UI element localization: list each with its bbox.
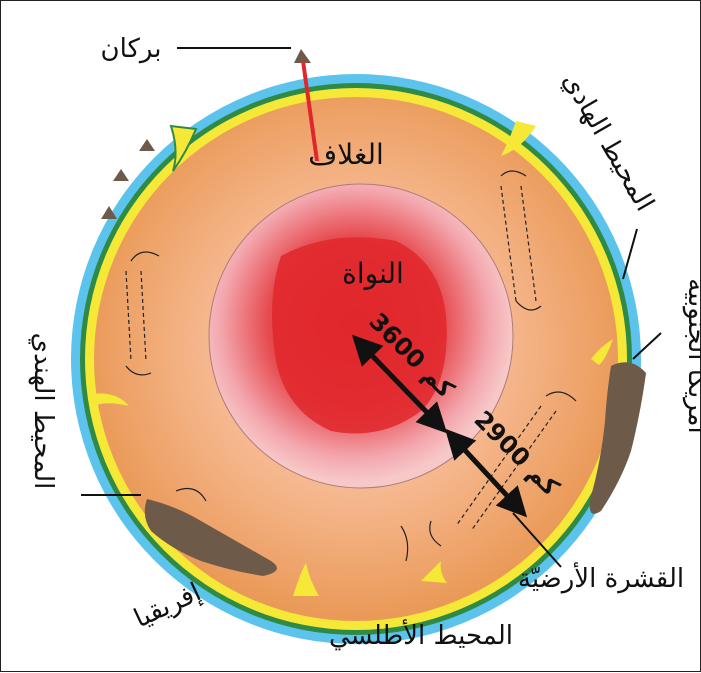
ridge-bottom-left xyxy=(293,563,319,596)
ridge-bottom-right xyxy=(421,561,447,583)
volcano-label: بركان xyxy=(101,34,162,64)
africa-continent xyxy=(144,499,277,576)
ridge-top xyxy=(169,124,198,172)
core-boundary xyxy=(208,183,514,489)
ridge-left xyxy=(93,393,129,406)
pacific-leader-line xyxy=(622,228,638,280)
south-america-label: أمريكا الجنوبية xyxy=(682,278,701,434)
africa-label: إفريقيا xyxy=(129,577,205,634)
volcano-cone xyxy=(294,49,311,63)
mantle-label: الغلاف xyxy=(308,138,384,171)
core-label: النواة xyxy=(342,257,404,290)
south-america-leader-line xyxy=(632,332,662,360)
ridge-right-top xyxy=(501,121,536,156)
small-mountains-left xyxy=(101,139,155,219)
core-radius-arrow xyxy=(351,334,448,434)
volcano-magma-conduit xyxy=(301,61,319,161)
atlantic-ocean-label: المحيط الأطلسي xyxy=(329,618,513,651)
crust-leader-line xyxy=(512,512,562,568)
indian-ocean-label: المحيط الهندي xyxy=(28,333,58,490)
south-america-continent xyxy=(589,362,646,514)
mantle-thickness-arrow xyxy=(444,428,528,518)
crust-label: القشرة الأرضيّة xyxy=(518,561,684,594)
ridge-right xyxy=(591,339,613,365)
